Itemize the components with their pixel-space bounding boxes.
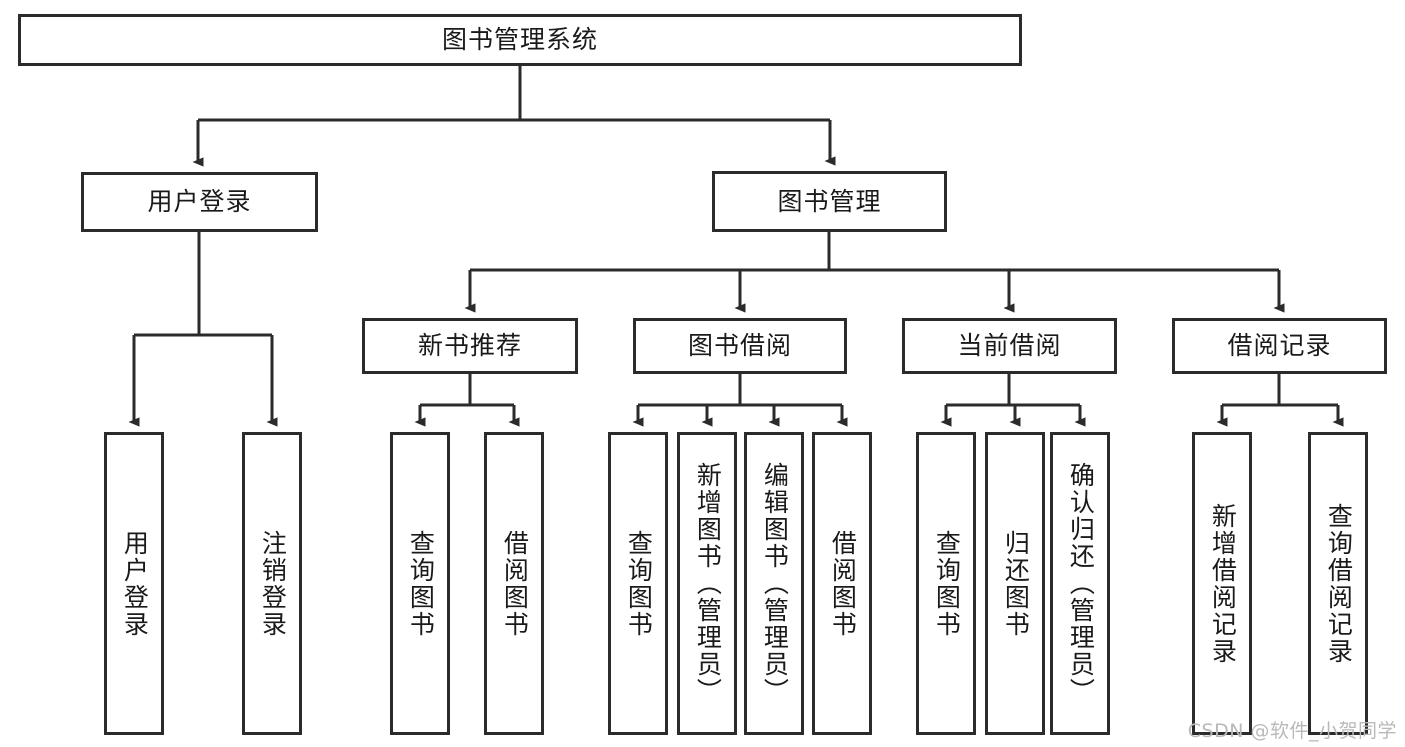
node-root-system[interactable]: 图书管理系统 bbox=[18, 14, 1022, 66]
node-label: 用户登录 bbox=[120, 529, 150, 638]
node-leaf-return-book[interactable]: 归还图书 bbox=[985, 432, 1045, 735]
node-label: 用户登录 bbox=[147, 187, 252, 217]
node-label: 注销登录 bbox=[258, 529, 288, 638]
node-label: 查询图书 bbox=[932, 529, 962, 638]
node-label: 图书管理系统 bbox=[441, 25, 598, 55]
node-book-borrow[interactable]: 图书借阅 bbox=[633, 318, 847, 374]
node-book-manage[interactable]: 图书管理 bbox=[712, 171, 947, 232]
node-leaf-add-borrow-record[interactable]: 新增借阅记录 bbox=[1192, 432, 1252, 735]
node-label: 归还图书 bbox=[1001, 529, 1031, 638]
node-leaf-query-book-current[interactable]: 查询图书 bbox=[916, 432, 976, 735]
node-label: 图书借阅 bbox=[687, 331, 792, 361]
node-label: 新增图书（管理员） bbox=[693, 462, 723, 705]
node-leaf-query-book-recommend[interactable]: 查询图书 bbox=[390, 432, 450, 735]
node-leaf-logout[interactable]: 注销登录 bbox=[242, 432, 302, 735]
node-label: 查询图书 bbox=[624, 529, 654, 638]
node-label: 借阅图书 bbox=[500, 529, 530, 638]
node-leaf-query-borrow-record[interactable]: 查询借阅记录 bbox=[1308, 432, 1368, 735]
node-label: 新增借阅记录 bbox=[1208, 502, 1238, 665]
node-leaf-add-book[interactable]: 新增图书（管理员） bbox=[677, 432, 737, 735]
node-leaf-user-login[interactable]: 用户登录 bbox=[104, 432, 164, 735]
node-leaf-confirm-return[interactable]: 确认归还（管理员） bbox=[1050, 432, 1110, 735]
node-borrow-record[interactable]: 借阅记录 bbox=[1172, 318, 1387, 374]
node-label: 借阅记录 bbox=[1227, 331, 1332, 361]
node-leaf-borrow-book[interactable]: 借阅图书 bbox=[812, 432, 872, 735]
node-label: 确认归还（管理员） bbox=[1066, 462, 1096, 705]
node-current-borrow[interactable]: 当前借阅 bbox=[902, 318, 1117, 374]
node-label: 新书推荐 bbox=[417, 331, 522, 361]
node-leaf-borrow-book-recommend[interactable]: 借阅图书 bbox=[484, 432, 544, 735]
node-new-book-recommend[interactable]: 新书推荐 bbox=[362, 318, 578, 374]
node-label: 查询图书 bbox=[406, 529, 436, 638]
node-leaf-edit-book[interactable]: 编辑图书（管理员） bbox=[744, 432, 804, 735]
watermark: CSDN @软件_小贺同学 bbox=[1187, 720, 1397, 742]
node-label: 图书管理 bbox=[777, 186, 882, 216]
node-label: 编辑图书（管理员） bbox=[760, 462, 790, 705]
node-user-login[interactable]: 用户登录 bbox=[81, 172, 318, 232]
node-label: 借阅图书 bbox=[828, 529, 858, 638]
node-leaf-query-book-borrow[interactable]: 查询图书 bbox=[608, 432, 668, 735]
node-label: 当前借阅 bbox=[957, 331, 1062, 361]
node-label: 查询借阅记录 bbox=[1324, 502, 1354, 665]
